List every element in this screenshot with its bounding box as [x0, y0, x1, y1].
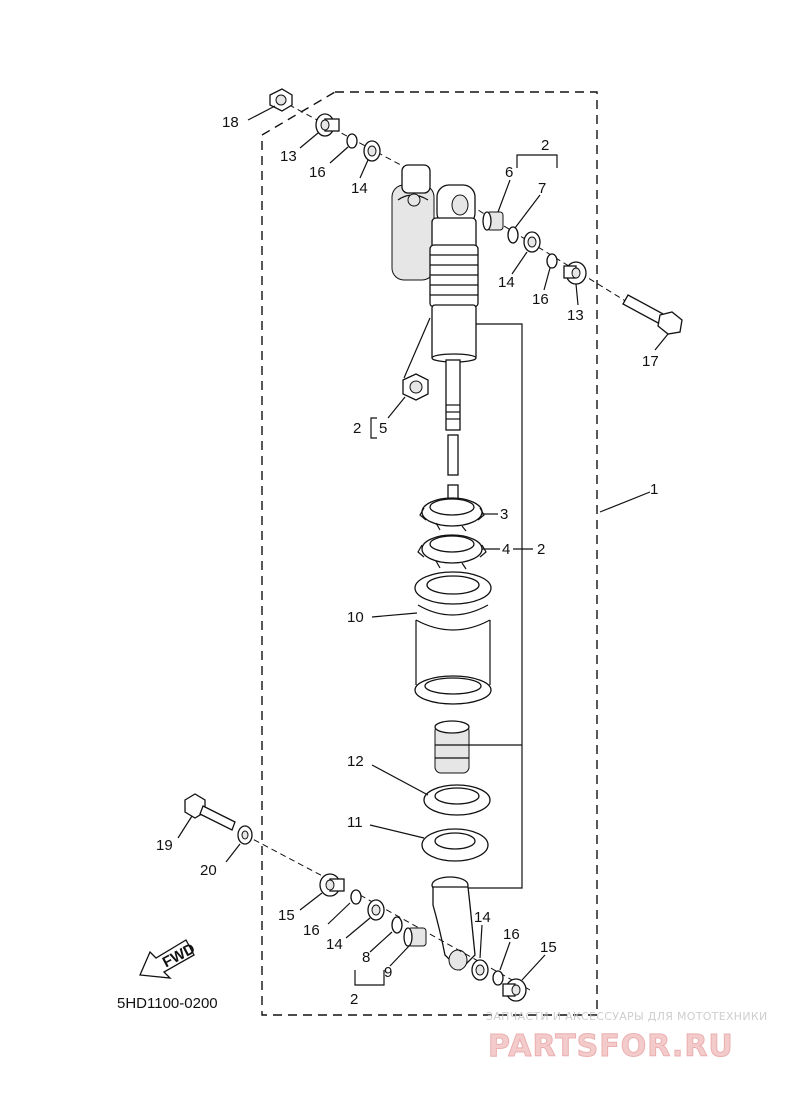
shock-lower-clevis [431, 876, 476, 971]
part-16-oring-bottom-left [350, 889, 362, 905]
callout-4: 4 [502, 541, 510, 558]
assembly-boundary [261, 91, 598, 1016]
callout-5: 5 [379, 420, 387, 437]
callout-8: 8 [362, 949, 370, 966]
callout-16-bottom-right: 16 [503, 926, 520, 943]
part-5-adjuster [402, 373, 429, 401]
callout-3: 3 [500, 506, 508, 523]
shock-shaft [445, 359, 461, 511]
part-20-washer [237, 825, 253, 845]
callout-10: 10 [347, 609, 364, 626]
callout-11: 11 [347, 814, 363, 831]
fwd-arrow-icon: FWD [139, 939, 198, 979]
part-16-oring-bottom-right [492, 970, 504, 986]
part-11-spring-seat [421, 828, 489, 862]
part-14-bushing-bottom-right [471, 959, 489, 981]
leader-lines [177, 105, 669, 986]
part-16-oring-top-left [346, 133, 358, 149]
part-14-bushing-top-left [363, 140, 381, 162]
callout-12: 12 [347, 753, 364, 770]
callout-6: 6 [505, 164, 513, 181]
watermark: ЗАПЧАСТИ И АКСЕССУАРЫ ДЛЯ МОТОТЕХНИКИ PA… [486, 1010, 768, 1065]
callout-16-top-left: 16 [309, 164, 326, 181]
callout-labels: 18 13 16 14 2 6 7 14 16 13 17 2 5 1 3 4 … [156, 114, 659, 1008]
part-15-collar-right [502, 978, 527, 1002]
watermark-caption: ЗАПЧАСТИ И АКСЕССУАРЫ ДЛЯ МОТОТЕХНИКИ [486, 1010, 768, 1023]
callout-15-left: 15 [278, 907, 295, 924]
callout-17: 17 [642, 353, 659, 370]
watermark-brand: PARTSFOR.RU [488, 1029, 734, 1064]
part-4-adjuster-nut [417, 534, 487, 570]
callout-2-mid: 2 [353, 420, 361, 437]
part-9-bearing [403, 927, 427, 947]
part-3-locknut [419, 497, 485, 532]
callout-2-bottom: 2 [350, 991, 358, 1008]
callout-14-bottom-right: 14 [474, 909, 491, 926]
part-14-bushing-top-right [523, 231, 541, 253]
part-6-bearing [482, 211, 504, 231]
callout-2-nut: 2 [537, 541, 545, 558]
drawing-code: 5HD1100-0200 [117, 995, 218, 1012]
shock-body [429, 217, 479, 363]
part-10-spring [414, 571, 492, 705]
bump-rubber [434, 720, 470, 774]
part-18-nut [269, 88, 293, 112]
shock-reservoir [391, 164, 435, 281]
shock-upper-eyelet [436, 184, 476, 226]
part-15-collar-left [319, 873, 345, 897]
callout-20: 20 [200, 862, 217, 879]
callout-18: 18 [222, 114, 239, 131]
part-19-bolt [184, 793, 236, 831]
callout-16-bottom-left: 16 [303, 922, 320, 939]
part-16-oring-top-right [546, 253, 558, 269]
part-13-collar-top-right [563, 261, 587, 285]
part-7-oring [507, 226, 519, 244]
callout-13-top-left: 13 [280, 148, 297, 165]
callout-19: 19 [156, 837, 173, 854]
callout-1: 1 [650, 481, 658, 498]
callout-7: 7 [538, 180, 546, 197]
part-13-collar-top-left [315, 113, 340, 137]
callout-16-top-right: 16 [532, 291, 549, 308]
callout-15-right: 15 [540, 939, 557, 956]
part-8-oring [391, 916, 403, 934]
callout-9: 9 [384, 964, 392, 981]
callout-14-top-left: 14 [351, 180, 368, 197]
callout-2-top: 2 [541, 137, 549, 154]
callout-14-top-right: 14 [498, 274, 515, 291]
part-12-spring-guide [423, 784, 491, 816]
part-14-bushing-bottom-left [367, 899, 385, 921]
part-17-bolt [622, 294, 683, 335]
callout-14-bottom-left: 14 [326, 936, 343, 953]
callout-13-top-right: 13 [567, 307, 584, 324]
